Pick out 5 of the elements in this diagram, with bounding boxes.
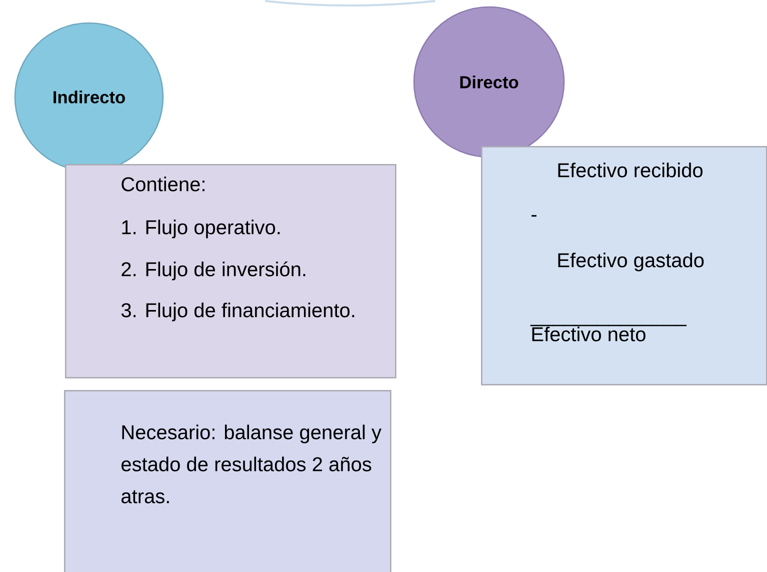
text-box: Necesario: balanse general y estado de resultados 2 años atras.: [64, 390, 392, 572]
circle-node: Indirecto: [14, 22, 164, 172]
text-box: Efectivo recibido - Efectivo gastado ______________ Efectivo neto: [481, 146, 767, 386]
circle-node: Directo: [413, 6, 565, 158]
text-box: Contiene: 1. Flujo operativo. 2. Flujo de inversión. 3. Flujo de financiamiento.: [65, 164, 396, 378]
